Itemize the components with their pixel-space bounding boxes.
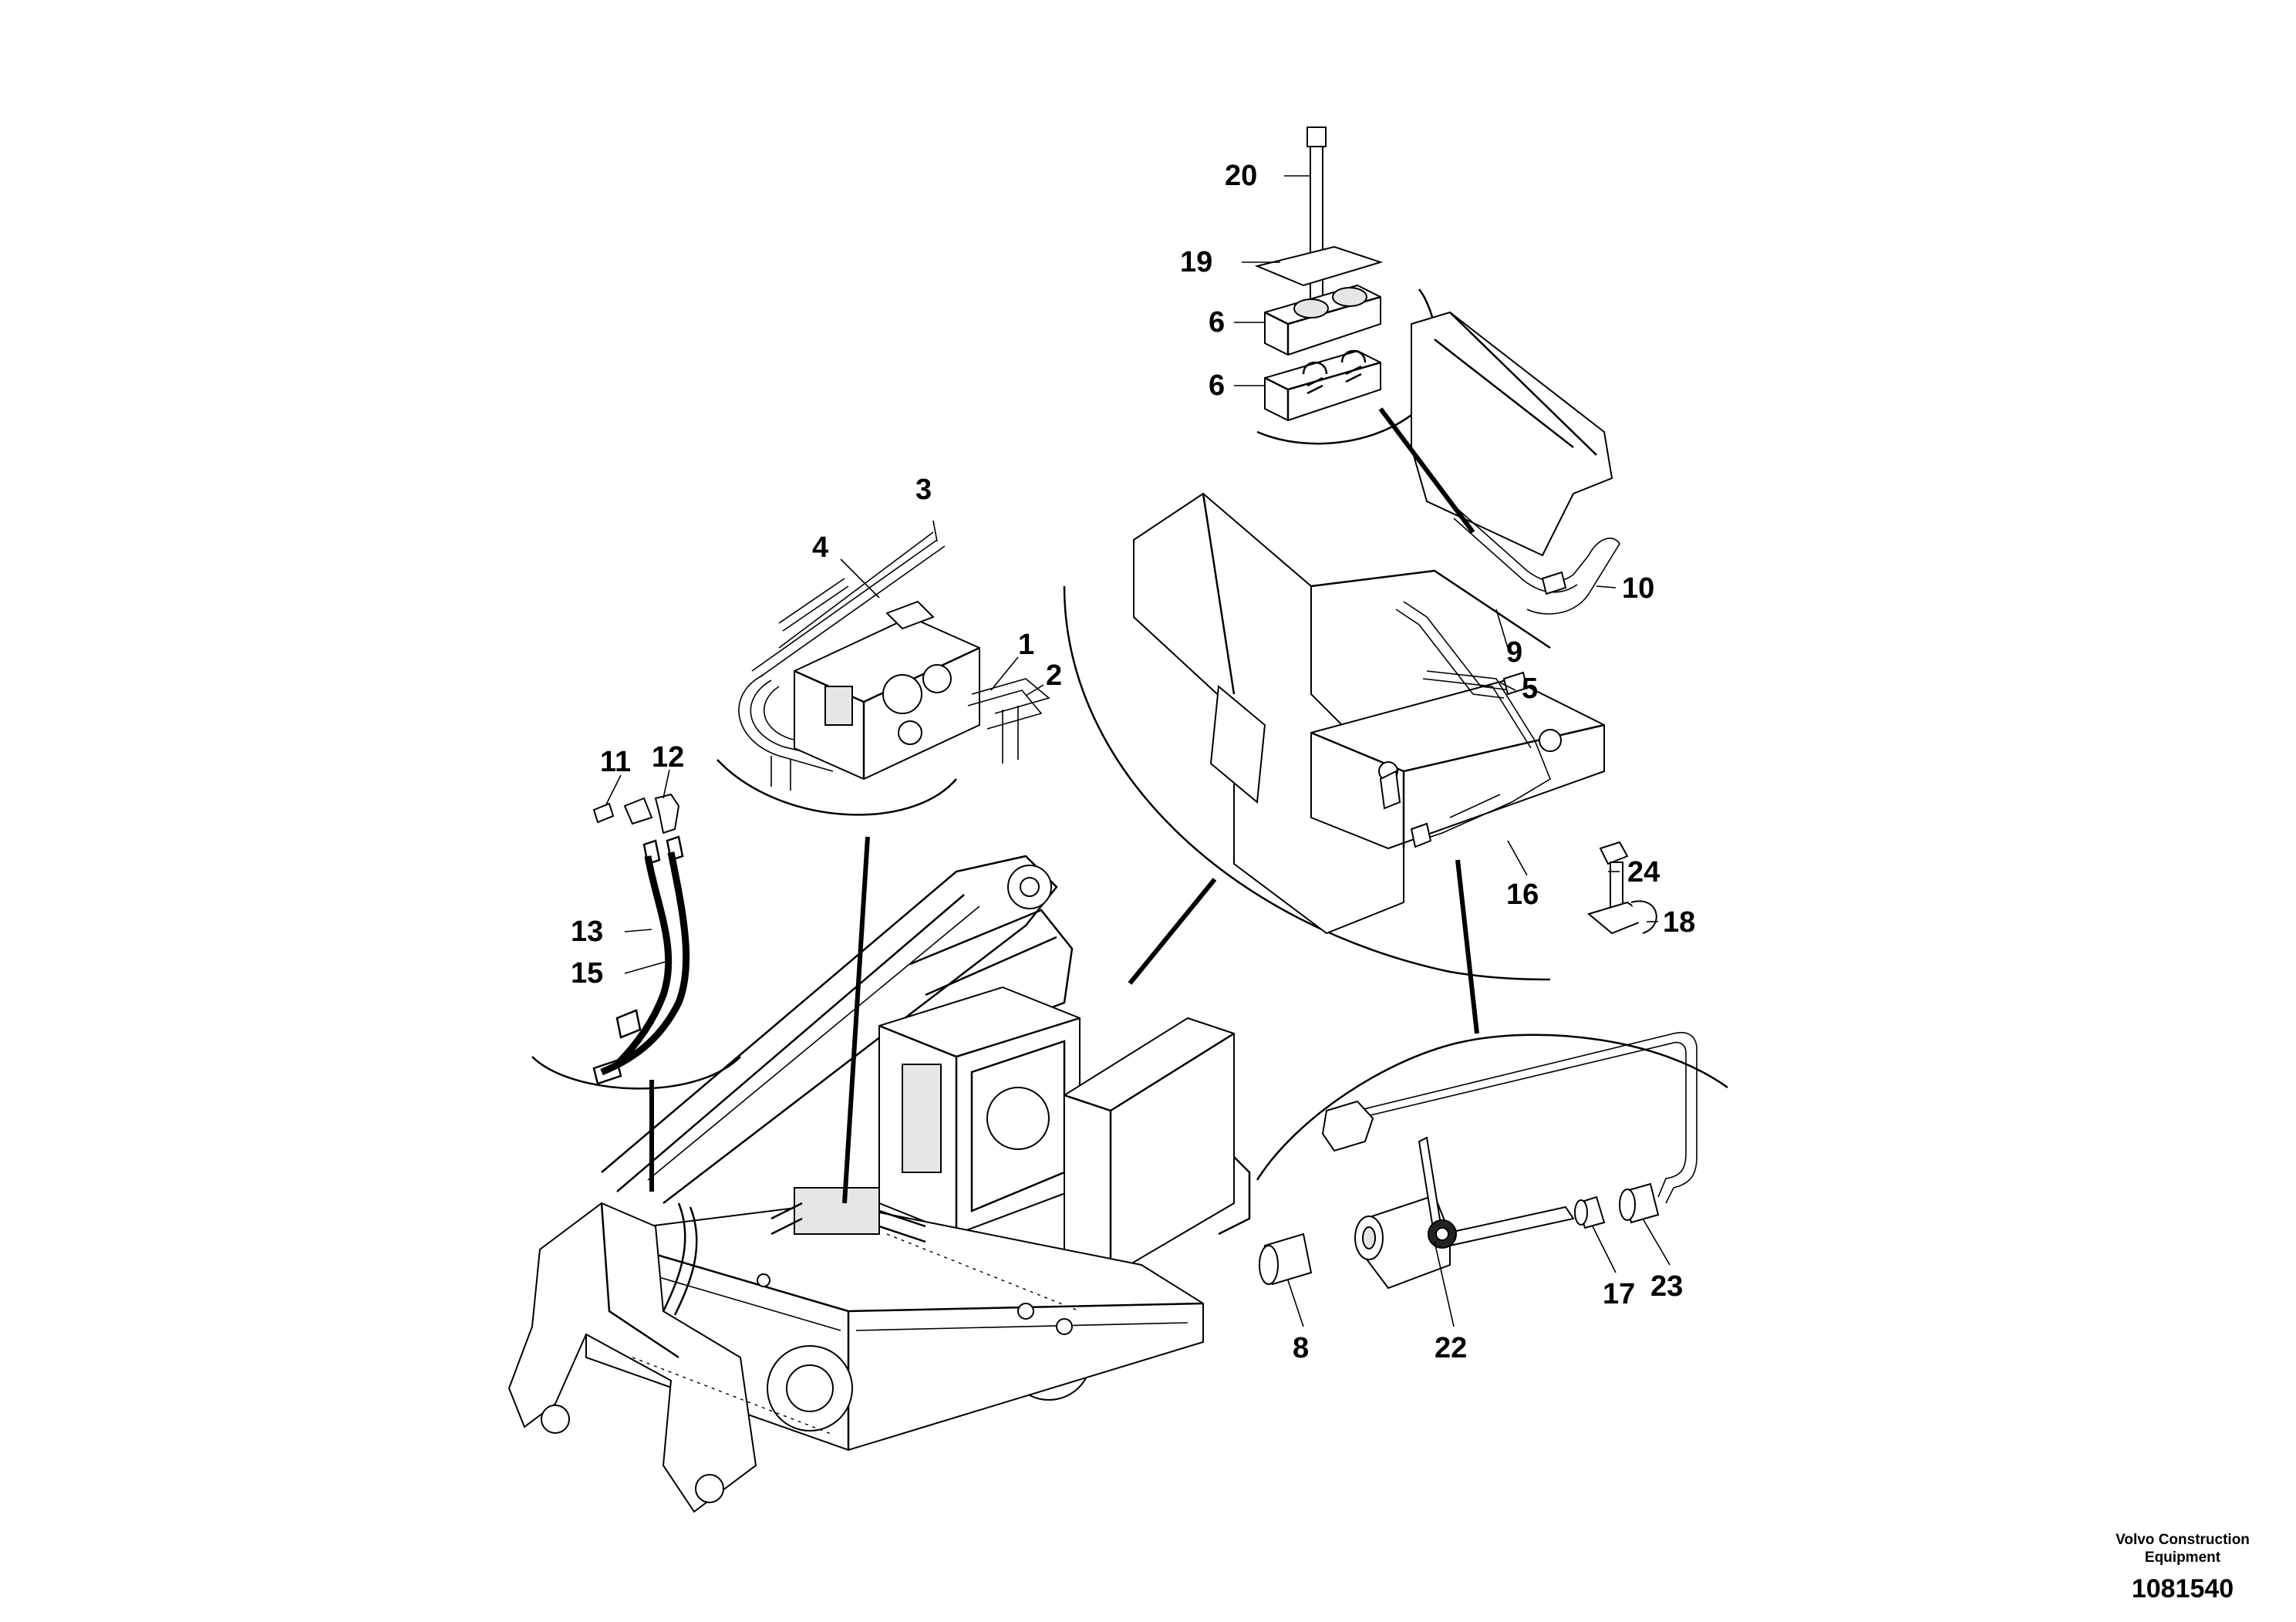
hose-detail (531, 793, 741, 1090)
callout-23: 23 (1650, 1270, 1683, 1303)
document-number: 1081540 (2131, 1574, 2234, 1603)
callout-6-lower: 6 (1209, 369, 1225, 402)
callout-18: 18 (1663, 906, 1695, 939)
publisher-line-1: Volvo Construction (2116, 1532, 2250, 1548)
callout-2: 2 (1046, 659, 1062, 692)
machine-frame (507, 855, 1251, 1513)
callout-1: 1 (1018, 629, 1034, 661)
detail-leaders (649, 407, 1479, 1204)
valve-detail (716, 531, 1050, 816)
callout-6-upper: 6 (1209, 306, 1225, 339)
publisher-line-2: Equipment (2144, 1549, 2221, 1566)
cab-detail (1063, 311, 1657, 981)
callout-12: 12 (652, 741, 684, 774)
callout-4: 4 (812, 531, 828, 564)
clamp-detail (1254, 126, 1440, 445)
callout-5: 5 (1522, 673, 1538, 705)
callout-22: 22 (1435, 1332, 1467, 1364)
callout-3: 3 (915, 474, 932, 506)
callout-17: 17 (1603, 1278, 1635, 1310)
callout-leaders (605, 175, 1671, 1327)
callout-15: 15 (571, 957, 603, 990)
coupling-detail (1256, 1032, 1728, 1290)
callout-10: 10 (1622, 572, 1654, 605)
callout-9: 9 (1506, 636, 1522, 669)
callout-24: 24 (1627, 856, 1660, 889)
callout-8: 8 (1293, 1332, 1309, 1364)
callout-11: 11 (600, 746, 631, 778)
callout-20: 20 (1225, 160, 1257, 192)
callout-19: 19 (1180, 246, 1212, 278)
callout-numbers: 1 2 3 4 5 6 6 8 9 10 11 12 13 15 16 17 1… (571, 160, 1695, 1364)
callout-13: 13 (571, 916, 603, 948)
callout-16: 16 (1506, 878, 1539, 911)
publisher-credit: Volvo Construction Equipment (2082, 1531, 2283, 1566)
